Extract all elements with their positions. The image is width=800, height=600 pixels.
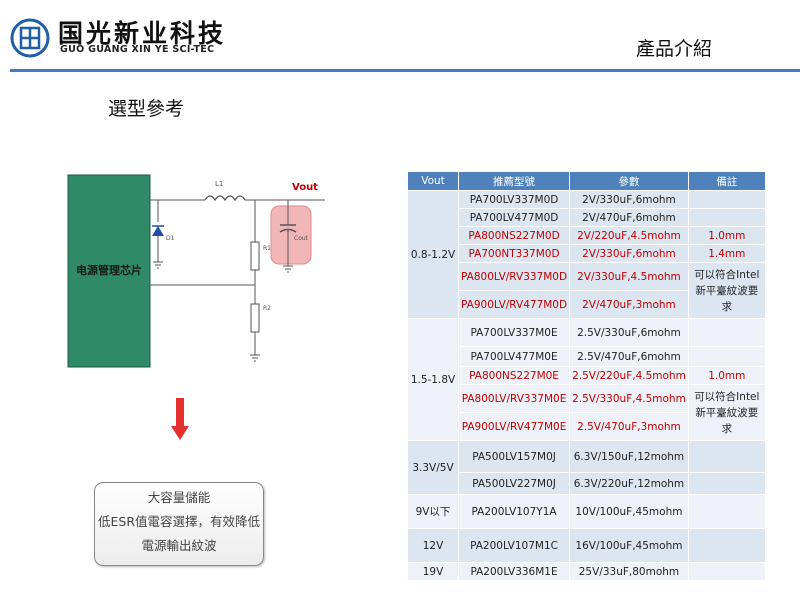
remark-cell	[687, 472, 766, 495]
model-cell: PA700LV337M0E	[457, 318, 571, 347]
l1-label: L1	[215, 180, 223, 188]
table-row: 19V PA200LV336M1E 25V/33uF,80mohm	[407, 562, 766, 581]
vout-cell: 12V	[407, 528, 459, 563]
note-line-3: 電源輸出紋波	[141, 538, 217, 553]
remark-cell	[687, 494, 766, 529]
model-cell: PA700LV477M0E	[457, 346, 571, 367]
down-arrow-icon	[171, 398, 189, 440]
col-param: 參數	[569, 171, 689, 191]
model-cell: PA900LV/RV477M0E	[457, 412, 571, 441]
table-row: PA700LV477M0E 2.5V/470uF,6mohm	[408, 346, 766, 367]
remark-cell	[687, 208, 766, 227]
model-cell: PA800LV/RV337M0E	[457, 384, 571, 413]
model-cell: PA900LV/RV477M0D	[457, 290, 571, 319]
param-cell: 2.5V/220uF,4.5mohm	[569, 366, 689, 385]
param-cell: 16V/100uF,45mohm	[569, 528, 689, 563]
param-cell: 2.5V/330uF,6mohm	[569, 318, 689, 347]
resistor-r2	[250, 303, 260, 333]
table-row: PA900LV/RV477M0D 2V/470uF,3mohm	[408, 290, 766, 319]
table-row: PA700NT337M0D 2V/330uF,6mohm 1.4mm	[408, 244, 766, 263]
cout-label: Cout	[294, 235, 309, 242]
model-cell: PA500LV157M0J	[457, 440, 571, 473]
col-model: 推薦型號	[457, 171, 571, 191]
remark-cell	[687, 440, 766, 473]
vout-label: Vout	[292, 182, 318, 193]
resistor-r1	[250, 241, 260, 271]
note-line-1: 大容量儲能	[147, 490, 211, 505]
remark-cell: 可以符合Intel新平臺紋波要求	[687, 262, 766, 319]
param-cell: 2.5V/470uF,6mohm	[569, 346, 689, 367]
model-cell: PA700LV477M0D	[457, 208, 571, 227]
table-row: PA700LV477M0D 2V/470uF,6mohm	[408, 208, 766, 227]
remark-cell: 1.4mm	[687, 244, 766, 263]
table-row: PA500LV227M0J 6.3V/220uF,12mohm	[408, 472, 766, 495]
remark-cell	[687, 346, 766, 367]
circuit-diagram: 电源管理芯片 L1 Vout D1 R1 R2 Cout	[67, 174, 325, 368]
table-row: PA800NS227M0E 2.5V/220uF,4.5mohm 1.0mm	[408, 366, 766, 385]
model-cell: PA200LV107Y1A	[457, 494, 571, 529]
feature-note: 大容量儲能 低ESR值電容選擇，有效降低 電源輸出紋波	[94, 482, 264, 566]
param-cell: 2V/470uF,3mohm	[569, 290, 689, 319]
remark-cell: 可以符合Intel新平臺紋波要求	[687, 384, 766, 441]
table-row: PA800LV/RV337M0D 2V/330uF,4.5mohm 可以符合In…	[408, 262, 766, 319]
brand-name-cn: 国光新业科技	[58, 19, 227, 48]
param-cell: 25V/33uF,80mohm	[569, 562, 689, 581]
inductor-l1	[204, 195, 246, 202]
param-cell: 2.5V/330uF,4.5mohm	[569, 384, 689, 413]
model-cell: PA200LV107M1C	[457, 528, 571, 563]
d1-label: D1	[166, 235, 175, 242]
model-cell: PA800NS227M0D	[457, 226, 571, 245]
model-cell: PA500LV227M0J	[457, 472, 571, 495]
selection-table: Vout 推薦型號 參數 備註 0.8-1.2V PA700LV337M0D 2…	[407, 171, 766, 581]
diode-d1	[152, 226, 164, 236]
remark-cell	[687, 190, 766, 209]
table-row: PA800LV/RV337M0E 2.5V/330uF,4.5mohm 可以符合…	[408, 384, 766, 441]
vout-cell: 19V	[407, 562, 459, 581]
table-row: 1.5-1.8V PA700LV337M0E 2.5V/330uF,6mohm	[407, 318, 766, 441]
section-title: 選型參考	[108, 98, 185, 120]
r1-label: R1	[263, 245, 271, 252]
model-cell: PA200LV336M1E	[457, 562, 571, 581]
r2-label: R2	[263, 305, 271, 312]
model-cell: PA700NT337M0D	[457, 244, 571, 263]
remark-cell: 1.0mm	[687, 226, 766, 245]
model-cell: PA800LV/RV337M0D	[457, 262, 571, 291]
model-cell: PA800NS227M0E	[457, 366, 571, 385]
vout-cell: 3.3V/5V	[407, 440, 459, 495]
header-divider	[10, 69, 800, 72]
remark-cell	[687, 318, 766, 347]
col-remark: 備註	[687, 171, 766, 191]
param-cell: 10V/100uF,45mohm	[569, 494, 689, 529]
param-cell: 2V/220uF,4.5mohm	[569, 226, 689, 245]
vout-cell: 0.8-1.2V	[407, 190, 459, 319]
company-logo	[10, 18, 50, 58]
param-cell: 2.5V/470uF,3mohm	[569, 412, 689, 441]
col-vout: Vout	[407, 171, 459, 191]
table-row: 9V以下 PA200LV107Y1A 10V/100uF,45mohm	[407, 494, 766, 529]
page-title: 產品介紹	[635, 38, 712, 60]
param-cell: 2V/330uF,6mohm	[569, 190, 689, 209]
table-row: 3.3V/5V PA500LV157M0J 6.3V/150uF,12mohm	[407, 440, 766, 495]
param-cell: 6.3V/220uF,12mohm	[569, 472, 689, 495]
table-row: 0.8-1.2V PA700LV337M0D 2V/330uF,6mohm	[407, 190, 766, 319]
note-line-2: 低ESR值電容選擇，有效降低	[97, 514, 261, 529]
cout-highlight	[270, 205, 312, 265]
table-row: 12V PA200LV107M1C 16V/100uF,45mohm	[407, 528, 766, 563]
brand-name-en: GUO GUANG XIN YE SCI-TEC	[60, 44, 215, 55]
table-row: PA800NS227M0D 2V/220uF,4.5mohm 1.0mm	[408, 226, 766, 245]
vout-cell: 9V以下	[407, 494, 459, 529]
table-header-row: Vout 推薦型號 參數 備註	[407, 171, 766, 191]
param-cell: 6.3V/150uF,12mohm	[569, 440, 689, 473]
power-chip-block	[67, 174, 151, 368]
param-cell: 2V/330uF,4.5mohm	[569, 262, 689, 291]
remark-cell	[687, 528, 766, 563]
remark-cell: 1.0mm	[687, 366, 766, 385]
param-cell: 2V/470uF,6mohm	[569, 208, 689, 227]
vout-cell: 1.5-1.8V	[407, 318, 459, 441]
chip-label: 电源管理芯片	[76, 263, 142, 277]
remark-cell	[687, 562, 766, 581]
model-cell: PA700LV337M0D	[457, 190, 571, 209]
param-cell: 2V/330uF,6mohm	[569, 244, 689, 263]
table-row: PA900LV/RV477M0E 2.5V/470uF,3mohm	[408, 412, 766, 441]
